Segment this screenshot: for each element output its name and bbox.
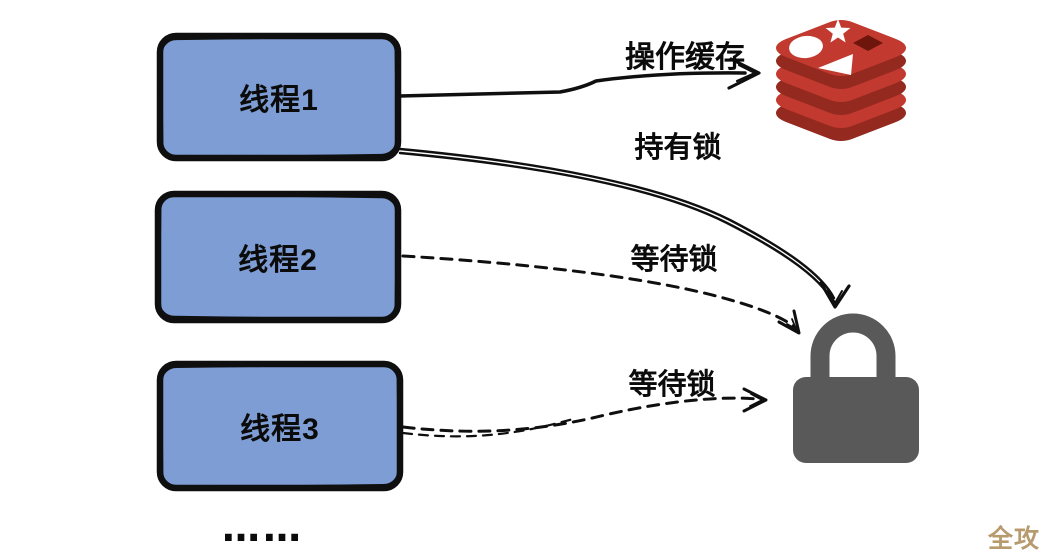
redis-circle-glyph: [789, 35, 823, 59]
thread-2-node: [154, 190, 402, 324]
edge-thread1-lock-line: [398, 147, 851, 309]
redis-cube-glyph: [853, 35, 883, 51]
redis-database-icon: [776, 19, 906, 141]
edge-thread1-redis-line: [398, 57, 761, 98]
watermark-text: 全攻略: [988, 525, 1041, 553]
redis-triangle-glyph: [818, 54, 853, 75]
more-threads-ellipsis: ……: [222, 506, 304, 550]
thread-3-node: [156, 360, 404, 492]
thread-1-node: [156, 32, 402, 162]
padlock-icon: [793, 313, 919, 463]
redis-star-glyph: [825, 19, 851, 43]
edge-thread2-lock-line: [401, 254, 801, 335]
edge-thread3-lock-line: [401, 387, 768, 438]
